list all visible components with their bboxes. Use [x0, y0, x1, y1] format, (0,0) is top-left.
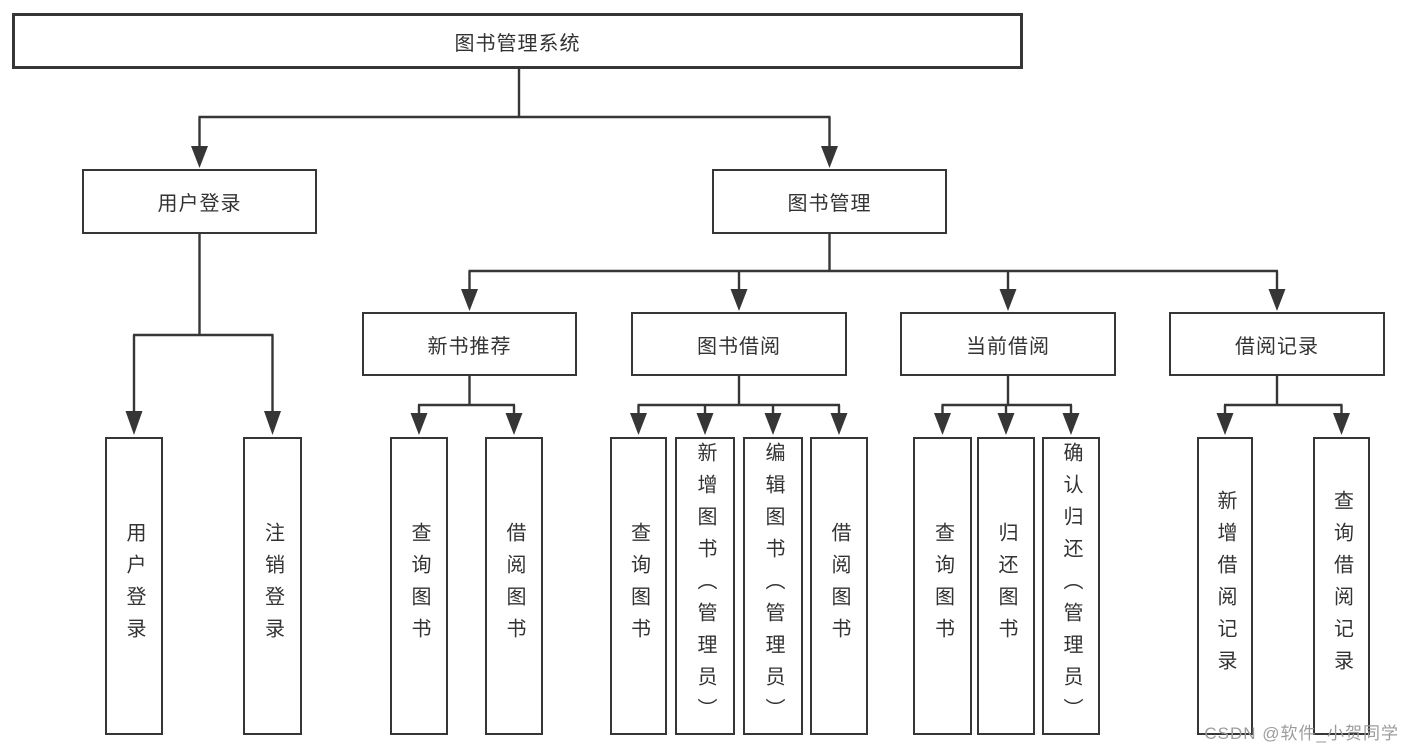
leaf-label: 用户登录 [123, 522, 145, 650]
node-label: 新书推荐 [427, 335, 512, 358]
leaf-label: 查询图书 [627, 522, 650, 650]
leaf-logout: 注销登录 [243, 437, 302, 735]
node-current-borrowing: 当前借阅 [900, 312, 1116, 376]
leaf-query-borrow-record: 查询借阅记录 [1313, 437, 1370, 735]
leaf-query-books-current: 查询图书 [913, 437, 972, 735]
node-library-management-system: 图书管理系统 [12, 13, 1023, 69]
node-borrowing-records: 借阅记录 [1169, 312, 1385, 376]
node-book-borrowing: 图书借阅 [631, 312, 847, 376]
leaf-label: 归还图书 [995, 522, 1017, 650]
leaf-label: 新增借阅记录 [1214, 490, 1236, 682]
leaf-label: 借阅图书 [503, 522, 525, 650]
leaf-label: 查询图书 [931, 522, 954, 650]
watermark: CSDN @软件_小贺同学 [1204, 724, 1399, 743]
leaf-label: 确认归还（管理员） [1060, 442, 1082, 730]
leaf-confirm-return-admin: 确认归还（管理员） [1042, 437, 1100, 735]
node-label: 借阅记录 [1235, 335, 1319, 358]
node-label: 图书管理系统 [454, 32, 581, 55]
leaf-label: 新增图书（管理员） [694, 442, 716, 730]
leaf-query-books-recommend: 查询图书 [390, 437, 448, 735]
leaf-label: 查询图书 [408, 522, 430, 650]
node-user-login: 用户登录 [82, 169, 317, 234]
leaf-return-book: 归还图书 [977, 437, 1035, 735]
leaf-borrow-books-recommend: 借阅图书 [485, 437, 543, 735]
leaf-label: 查询借阅记录 [1330, 490, 1353, 682]
leaf-label: 编辑图书（管理员） [762, 442, 784, 730]
node-label: 图书管理 [787, 193, 872, 215]
leaf-query-books-borrow: 查询图书 [610, 437, 667, 735]
leaf-add-book-admin: 新增图书（管理员） [675, 437, 735, 735]
leaf-add-borrow-record: 新增借阅记录 [1197, 437, 1253, 735]
node-new-book-recommend: 新书推荐 [362, 312, 577, 376]
node-book-management: 图书管理 [712, 169, 947, 234]
leaf-user-login: 用户登录 [105, 437, 163, 735]
connector-shafts [132, 69, 1343, 416]
leaf-label: 注销登录 [261, 522, 284, 650]
node-label: 用户登录 [157, 193, 242, 215]
leaf-edit-book-admin: 编辑图书（管理员） [743, 437, 803, 735]
leaf-label: 借阅图书 [828, 522, 850, 650]
arrowheads [125, 146, 1350, 435]
leaf-borrow-books: 借阅图书 [810, 437, 868, 735]
node-label: 当前借阅 [966, 335, 1050, 358]
node-label: 图书借阅 [697, 335, 781, 358]
